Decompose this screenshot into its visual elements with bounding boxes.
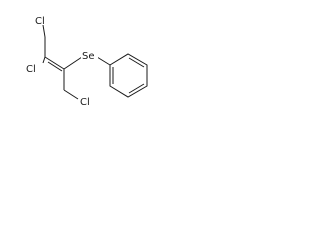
molecule-structure: Cl Cl Cl Se — [25, 13, 148, 108]
bonds — [42, 24, 111, 100]
phenyl-inner-bond-3 — [128, 57, 145, 68]
bond-c3-c2-double-a — [44, 56, 65, 70]
bond-ch2-cl-bottom — [63, 89, 79, 100]
phenyl-inner-bond-2 — [128, 83, 145, 94]
phenyl-hexagon — [109, 53, 148, 98]
bond-c2-se — [63, 56, 83, 70]
bond-c3-cl-left — [42, 56, 46, 64]
bond-c3-c2-double-b — [47, 61, 63, 72]
phenyl-ring — [109, 53, 148, 98]
bond-cl-top-ch2 — [42, 24, 46, 38]
bond-se-phenyl — [96, 56, 111, 66]
atom-labels: Cl Cl Cl Se — [25, 13, 98, 108]
atom-label-cl-top: Cl — [35, 16, 45, 27]
atom-label-cl-bottom: Cl — [80, 97, 90, 108]
atom-label-se: Se — [82, 51, 95, 62]
atom-label-cl-left: Cl — [26, 64, 36, 75]
